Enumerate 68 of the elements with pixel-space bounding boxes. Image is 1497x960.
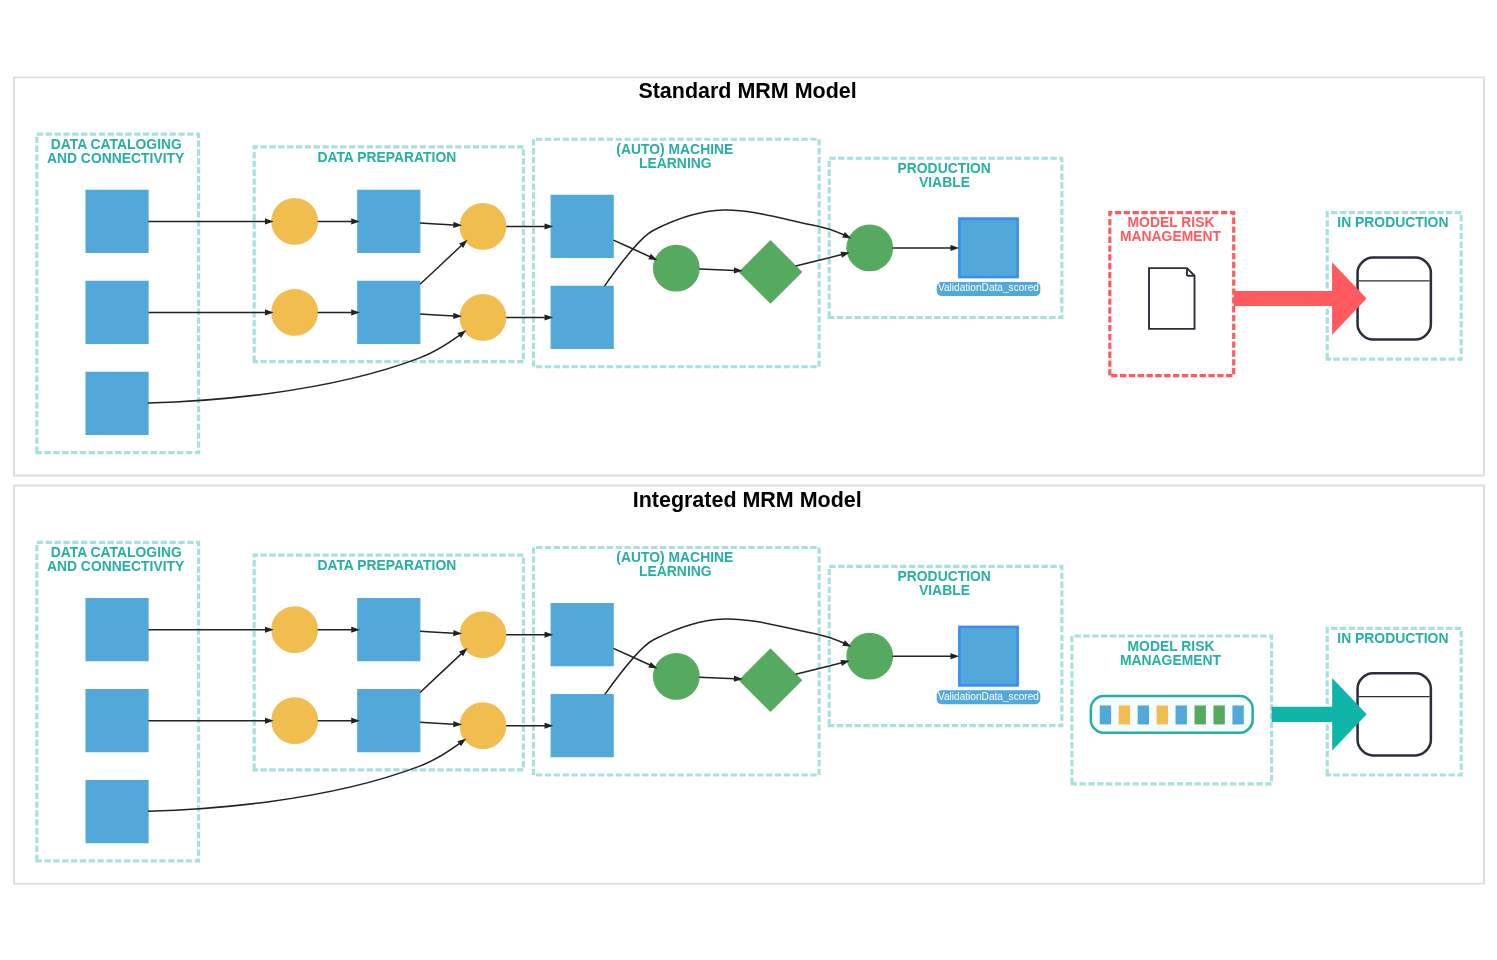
- arrow: [1271, 677, 1367, 751]
- node-box: [356, 597, 420, 661]
- arrow: [698, 266, 743, 274]
- node-circle: [845, 224, 893, 271]
- arrow: [147, 217, 274, 224]
- node-box: [550, 693, 614, 757]
- cluster: DATA CATALOGING AND CONNECTIVITY: [34, 540, 200, 862]
- arrow: [316, 717, 360, 724]
- cluster: IN PRODUCTION: [1325, 210, 1463, 361]
- cluster: IN PRODUCTION: [1325, 626, 1463, 777]
- node-box: [84, 189, 149, 253]
- node-box: [550, 602, 614, 666]
- node-box: [356, 688, 420, 752]
- arrow: [794, 251, 850, 267]
- cluster: (AUTO) MACHINE LEARNING: [531, 137, 821, 368]
- node-circle: [270, 696, 318, 744]
- arrow: [891, 244, 959, 251]
- arrow: [1233, 261, 1367, 335]
- node-box: [84, 688, 149, 752]
- node-box: [550, 285, 614, 349]
- arrow: [418, 629, 462, 636]
- arrow: [504, 313, 553, 320]
- arrow: [147, 308, 274, 315]
- node-circle: [270, 288, 318, 336]
- cluster: DATA PREPARATION: [252, 144, 525, 363]
- arrow: [146, 329, 466, 404]
- arrow: [504, 222, 553, 230]
- node-box: [550, 194, 614, 258]
- node-box: [356, 280, 420, 344]
- cluster: MODEL RISK MANAGEMENT: [1069, 633, 1273, 785]
- node-circle: [459, 701, 506, 749]
- cluster: MODEL RISK MANAGEMENT: [1107, 210, 1235, 377]
- node-box: [84, 597, 149, 661]
- node-circle: [845, 632, 893, 680]
- cluster: DATA PREPARATION: [252, 553, 525, 771]
- node-diamond: [738, 239, 802, 304]
- node-box: [84, 280, 149, 344]
- node-circle: [270, 197, 318, 245]
- node-circle: [459, 293, 506, 341]
- node-diamond: [738, 647, 802, 712]
- arrow: [418, 221, 462, 228]
- arrow: [147, 717, 274, 724]
- node-box: [84, 371, 149, 435]
- node-box: [84, 779, 149, 843]
- node-circle: [652, 244, 700, 292]
- arrow: [418, 720, 462, 727]
- arrow: [891, 652, 959, 659]
- arrow: [418, 312, 462, 319]
- arrow: [612, 647, 657, 668]
- arrow: [316, 626, 360, 633]
- arrow: [794, 659, 850, 675]
- arrow: [316, 308, 360, 315]
- arrow: [612, 238, 657, 260]
- arrow: [146, 738, 466, 812]
- arrow: [418, 239, 467, 285]
- arrow: [603, 208, 851, 287]
- arrow: [504, 631, 553, 638]
- cluster: DATA CATALOGING AND CONNECTIVITY: [34, 132, 200, 454]
- arrow: [698, 675, 743, 682]
- cluster: (AUTO) MACHINE LEARNING: [531, 545, 821, 777]
- arrow: [418, 647, 467, 693]
- arrow: [316, 217, 360, 224]
- arrow: [603, 617, 851, 695]
- arrow: [147, 626, 274, 633]
- node-circle: [270, 605, 318, 653]
- arrow: [504, 722, 553, 729]
- node-box: [356, 189, 420, 253]
- node-circle: [652, 652, 700, 700]
